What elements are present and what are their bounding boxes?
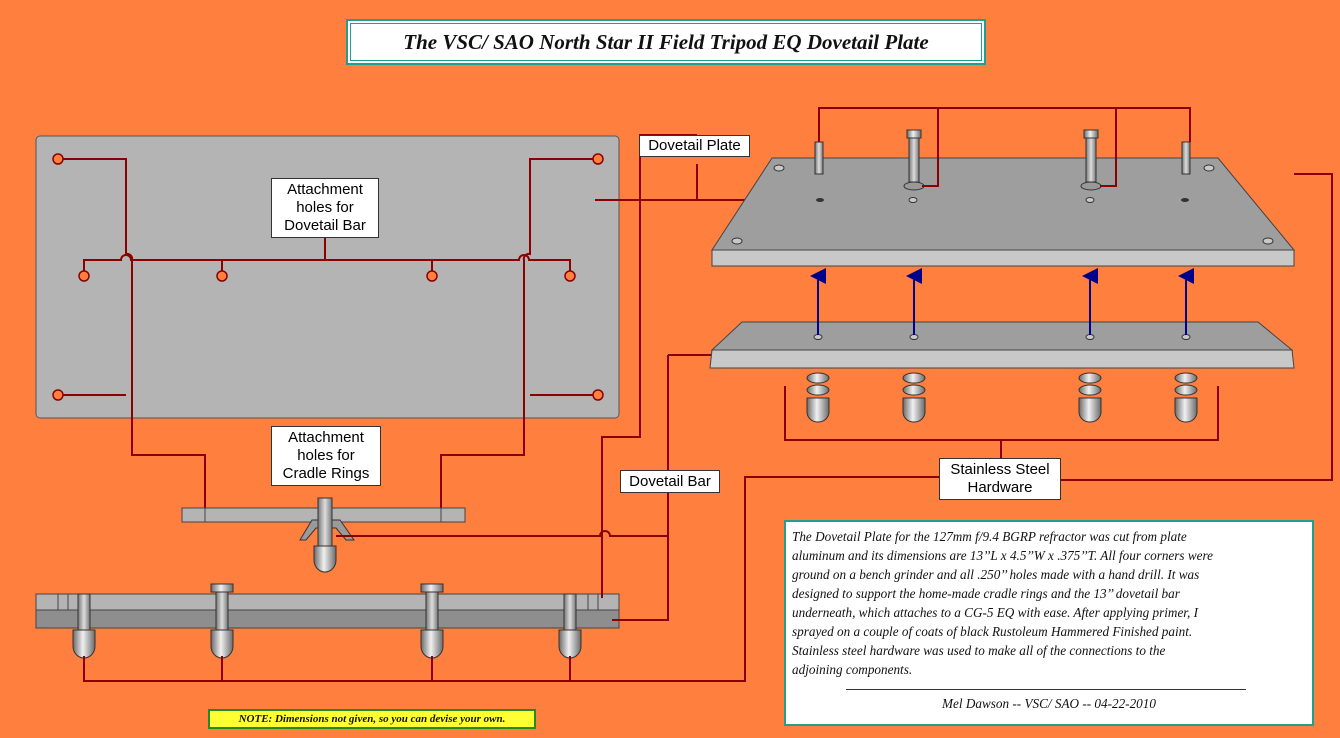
cradle-ring-holes (52, 153, 604, 401)
label-line: Stainless Steel (950, 461, 1050, 478)
note-text: NOTE: Dimensions not given, so you can d… (238, 713, 506, 725)
label-dovetail-plate-text: Dovetail Plate (648, 137, 741, 154)
label-line: holes for (297, 447, 355, 464)
description-line: designed to support the home-made cradle… (792, 586, 1180, 601)
side-view-assembly (35, 134, 940, 682)
plate-bolts (814, 129, 1191, 191)
label-attachment-cradle-rings: Attachment holes for Cradle Rings (271, 426, 381, 486)
dovetail-bar-holes (78, 270, 576, 282)
label-dovetail-bar: Dovetail Bar (620, 470, 720, 493)
hardware-stacks (784, 173, 1333, 481)
label-line: Hardware (967, 479, 1033, 496)
side-bolts (72, 583, 582, 659)
label-line: Dovetail Bar (284, 217, 366, 234)
label-dovetail-plate: Dovetail Plate (639, 135, 750, 157)
label-dovetail-bar-text: Dovetail Bar (629, 472, 711, 490)
label-line: holes for (296, 199, 354, 216)
description-line: ground on a bench grinder and all .250’’… (792, 567, 1200, 582)
label-stainless-hardware: Stainless Steel Hardware (939, 458, 1061, 500)
description-box: The Dovetail Plate for the 127mm f/9.4 B… (784, 520, 1314, 726)
label-line: Cradle Rings (282, 465, 370, 482)
description-line: Stainless steel hardware was used to mak… (792, 643, 1166, 658)
label-line: Attachment (288, 429, 364, 446)
description-line: underneath, which attaches to a CG-5 EQ … (792, 605, 1198, 620)
description-line: sprayed on a couple of coats of black Ru… (792, 624, 1193, 639)
label-attachment-dovetail-bar: Attachment holes for Dovetail Bar (271, 178, 379, 238)
page-title: The VSC/ SAO North Star II Field Tripod … (346, 19, 986, 65)
note-banner: NOTE: Dimensions not given, so you can d… (208, 709, 536, 729)
title-text: The VSC/ SAO North Star II Field Tripod … (403, 29, 929, 54)
plate-isometric (711, 107, 1296, 267)
cradle-ring-bar (181, 497, 668, 573)
label-line: Attachment (287, 181, 363, 198)
divider (846, 689, 1246, 690)
description-line: The Dovetail Plate for the 127mm f/9.4 B… (792, 529, 1187, 544)
dovetail-bar-isometric (709, 268, 1295, 369)
assembly-arrows (810, 268, 1194, 335)
description-line: aluminum and its dimensions are 13’’L x … (792, 548, 1213, 563)
plate-top-view (35, 135, 800, 510)
description-line: adjoining components. (792, 662, 913, 677)
signature: Mel Dawson -- VSC/ SAO -- 04-22-2010 (942, 696, 1156, 711)
